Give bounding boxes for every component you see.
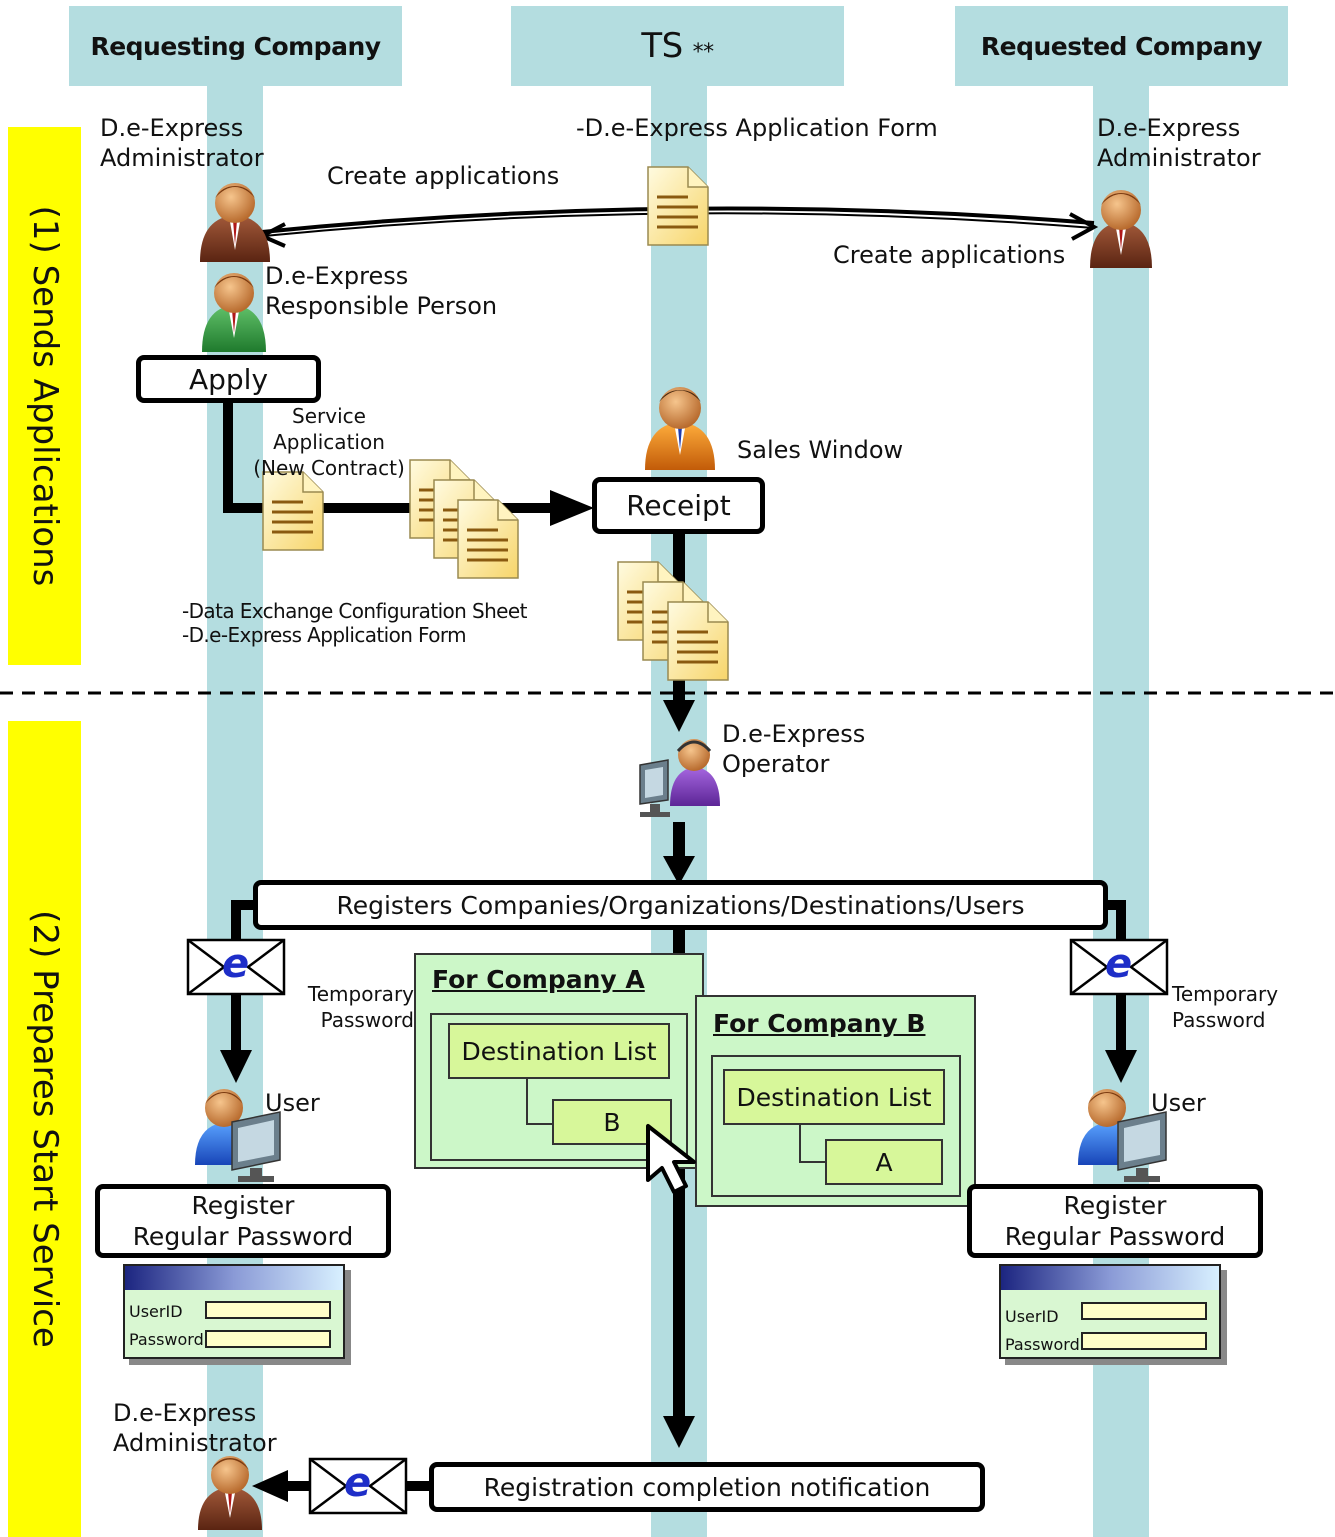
service-app-line2: Application (273, 430, 385, 454)
sales-window-label: Sales Window (737, 436, 904, 464)
login-form-right-password-label: Password (1005, 1335, 1080, 1354)
temp-password-right-line2: Password (1172, 1008, 1266, 1032)
company-b-destination-list[interactable]: Destination List (723, 1069, 945, 1125)
login-form-left-userid-field[interactable] (205, 1301, 331, 1319)
lane-ts-mark: ** (692, 39, 715, 65)
login-form-right-userid-label: UserID (1005, 1307, 1059, 1326)
login-form-left-userid-label: UserID (129, 1302, 183, 1321)
register-left-line2: Regular Password (132, 1222, 354, 1251)
admin-left-label-line2: Administrator (100, 144, 264, 172)
receipt-box[interactable]: Receipt (592, 477, 765, 534)
temp-password-left-line2: Password (320, 1008, 414, 1032)
login-form-right-password-field[interactable] (1081, 1332, 1207, 1350)
lane-header-requested: Requested Company (955, 6, 1288, 86)
admin-left-label: D.e-Express Administrator (100, 113, 264, 173)
responsible-label: D.e-Express Responsible Person (265, 261, 497, 321)
login-form-right-userid-field[interactable] (1081, 1302, 1207, 1320)
company-b-tree-line (799, 1125, 827, 1163)
company-a-panel: For Company A Destination List B (414, 953, 704, 1169)
admin-right-label: D.e-Express Administrator (1097, 113, 1261, 173)
operator-label-line2: Operator (722, 750, 830, 778)
admin-right-label-line2: Administrator (1097, 144, 1261, 172)
admin-bottom-label: D.e-Express Administrator (113, 1398, 277, 1458)
register-right-line1: Register (1063, 1191, 1167, 1220)
app-form-top-label: -D.e-Express Application Form (576, 114, 938, 142)
login-form-left-password-label: Password (129, 1330, 204, 1349)
company-a-title: For Company A (432, 965, 645, 994)
apply-box[interactable]: Apply (136, 355, 321, 403)
company-a-tree-line (526, 1079, 554, 1125)
admin-left-icon (200, 183, 270, 262)
user-right-label: User (1151, 1089, 1206, 1117)
mail-glyph-right: e (1105, 941, 1133, 987)
phase-2-bar: (2) Prepares Start Service (8, 721, 81, 1537)
sheet-label: -Data Exchange Configuration Sheet -D.e-… (182, 599, 527, 647)
register-right-line2: Regular Password (1004, 1222, 1226, 1251)
login-form-right: UserID Password (999, 1264, 1221, 1359)
lane-ts-label: TS (641, 26, 683, 66)
service-app-line3: (New Contract) (253, 456, 405, 480)
operator-label-line1: D.e-Express (722, 720, 866, 748)
admin-right-label-line1: D.e-Express (1097, 114, 1241, 142)
company-b-panel: For Company B Destination List A (695, 995, 976, 1207)
admin-bottom-label-line1: D.e-Express (113, 1399, 257, 1427)
login-form-right-titlebar (1001, 1266, 1219, 1290)
admin-bottom-label-line2: Administrator (113, 1429, 277, 1457)
responsible-label-line2: Responsible Person (265, 292, 498, 320)
admin-left-label-line1: D.e-Express (100, 114, 244, 142)
operator-label: D.e-Express Operator (722, 719, 865, 779)
user-left-label: User (265, 1089, 320, 1117)
temp-password-left-label: Temporary Password (292, 981, 414, 1033)
lane-header-requesting: Requesting Company (69, 6, 402, 86)
responsible-label-line1: D.e-Express (265, 262, 409, 290)
cursor-arrow-icon (646, 1124, 696, 1194)
sheet-label-line2: -D.e-Express Application Form (182, 623, 467, 647)
create-apps-left-label: Create applications (327, 162, 560, 190)
phase-1-bar: (1) Sends Applications (8, 127, 81, 665)
lane-header-ts: TS ** (511, 6, 844, 86)
completion-box[interactable]: Registration completion notification (429, 1462, 985, 1512)
register-left-line1: Register (191, 1191, 295, 1220)
temp-password-left-line1: Temporary (307, 982, 414, 1006)
sheet-label-line1: -Data Exchange Configuration Sheet (182, 599, 527, 623)
company-b-title: For Company B (713, 1009, 926, 1038)
login-form-left: UserID Password (123, 1264, 345, 1359)
mail-glyph-bottom: e (344, 1460, 372, 1506)
login-form-left-titlebar (125, 1266, 343, 1290)
registers-box[interactable]: Registers Companies/Organizations/Destin… (253, 880, 1108, 930)
mail-glyph-left: e (222, 941, 250, 987)
service-app-line1: Service (292, 404, 366, 428)
temp-password-right-label: Temporary Password (1172, 981, 1278, 1033)
create-apps-right-label: Create applications (833, 241, 1066, 269)
company-b-item-a[interactable]: A (825, 1139, 943, 1185)
temp-password-right-line1: Temporary (1172, 982, 1279, 1006)
service-app-label: Service Application (New Contract) (242, 403, 416, 481)
company-a-destination-list[interactable]: Destination List (448, 1023, 670, 1079)
login-form-left-password-field[interactable] (205, 1330, 331, 1348)
